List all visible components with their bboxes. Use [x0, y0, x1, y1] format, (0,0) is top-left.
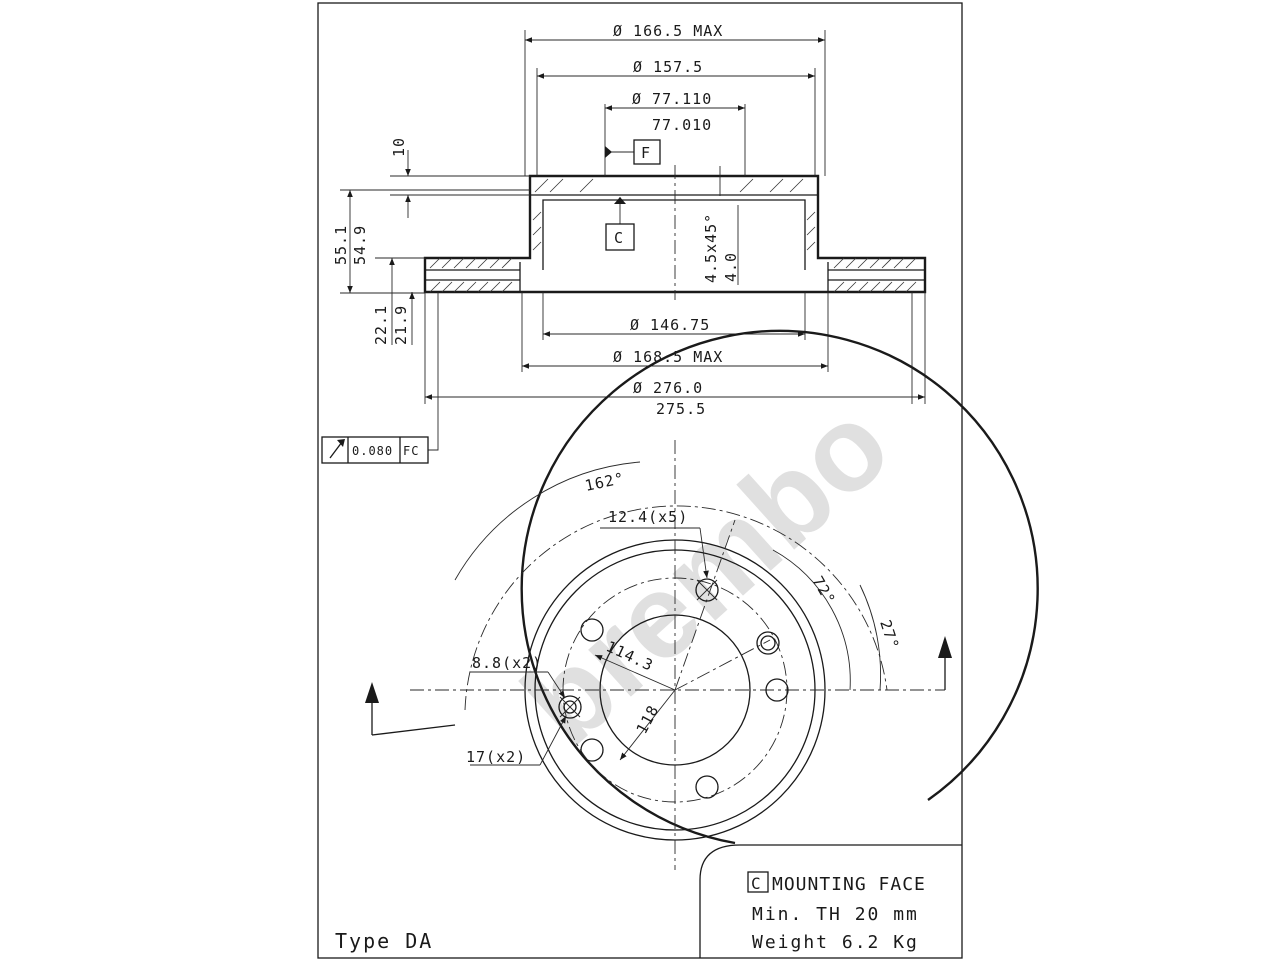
dim-166-5-max: Ø 166.5 MAX [613, 22, 723, 40]
dim-angle-72: 72° [809, 573, 840, 608]
mounting-face-datum: C [751, 874, 763, 893]
dim-21-9: 21.9 [392, 305, 410, 345]
dim-276-0: Ø 276.0 [633, 379, 703, 397]
runout-ref: FC [403, 444, 419, 458]
dim-55-1: 55.1 [332, 225, 350, 265]
min-thickness-note: Min. TH 20 mm [752, 904, 919, 925]
dim-angle-27: 27° [876, 618, 902, 652]
dim-holes-17: 17(x2) [466, 748, 526, 766]
dim-angle-162: 162° [583, 469, 626, 495]
datum-c: C [614, 229, 624, 247]
bolt-holes [558, 578, 789, 799]
dim-holes-12-4: 12.4(x5) [608, 508, 688, 526]
dim-chamfer: 4.5x45° [702, 213, 720, 283]
dim-54-9: 54.9 [351, 225, 369, 265]
dim-4-0: 4.0 [722, 252, 740, 282]
dim-146-75: Ø 146.75 [630, 316, 710, 334]
plan-view [365, 329, 1039, 958]
weight-note: Weight 6.2 Kg [752, 932, 919, 953]
dim-holes-8-8: 8.8(x2) [472, 654, 542, 672]
mounting-face-datum-box [747, 871, 769, 893]
datum-f: F [641, 144, 651, 162]
dim-22-1: 22.1 [372, 305, 390, 345]
type-label: Type DA [335, 929, 433, 953]
mounting-face-note: MOUNTING FACE [772, 874, 926, 895]
dim-275-5: 275.5 [656, 400, 706, 418]
dim-77-110: Ø 77.110 [632, 90, 712, 108]
drawing-frame [317, 2, 963, 959]
section-view [321, 30, 927, 464]
dim-10: 10 [390, 137, 408, 157]
dim-77-010: 77.010 [652, 116, 712, 134]
dim-157-5: Ø 157.5 [633, 58, 703, 76]
runout-value: 0.080 [352, 444, 393, 458]
